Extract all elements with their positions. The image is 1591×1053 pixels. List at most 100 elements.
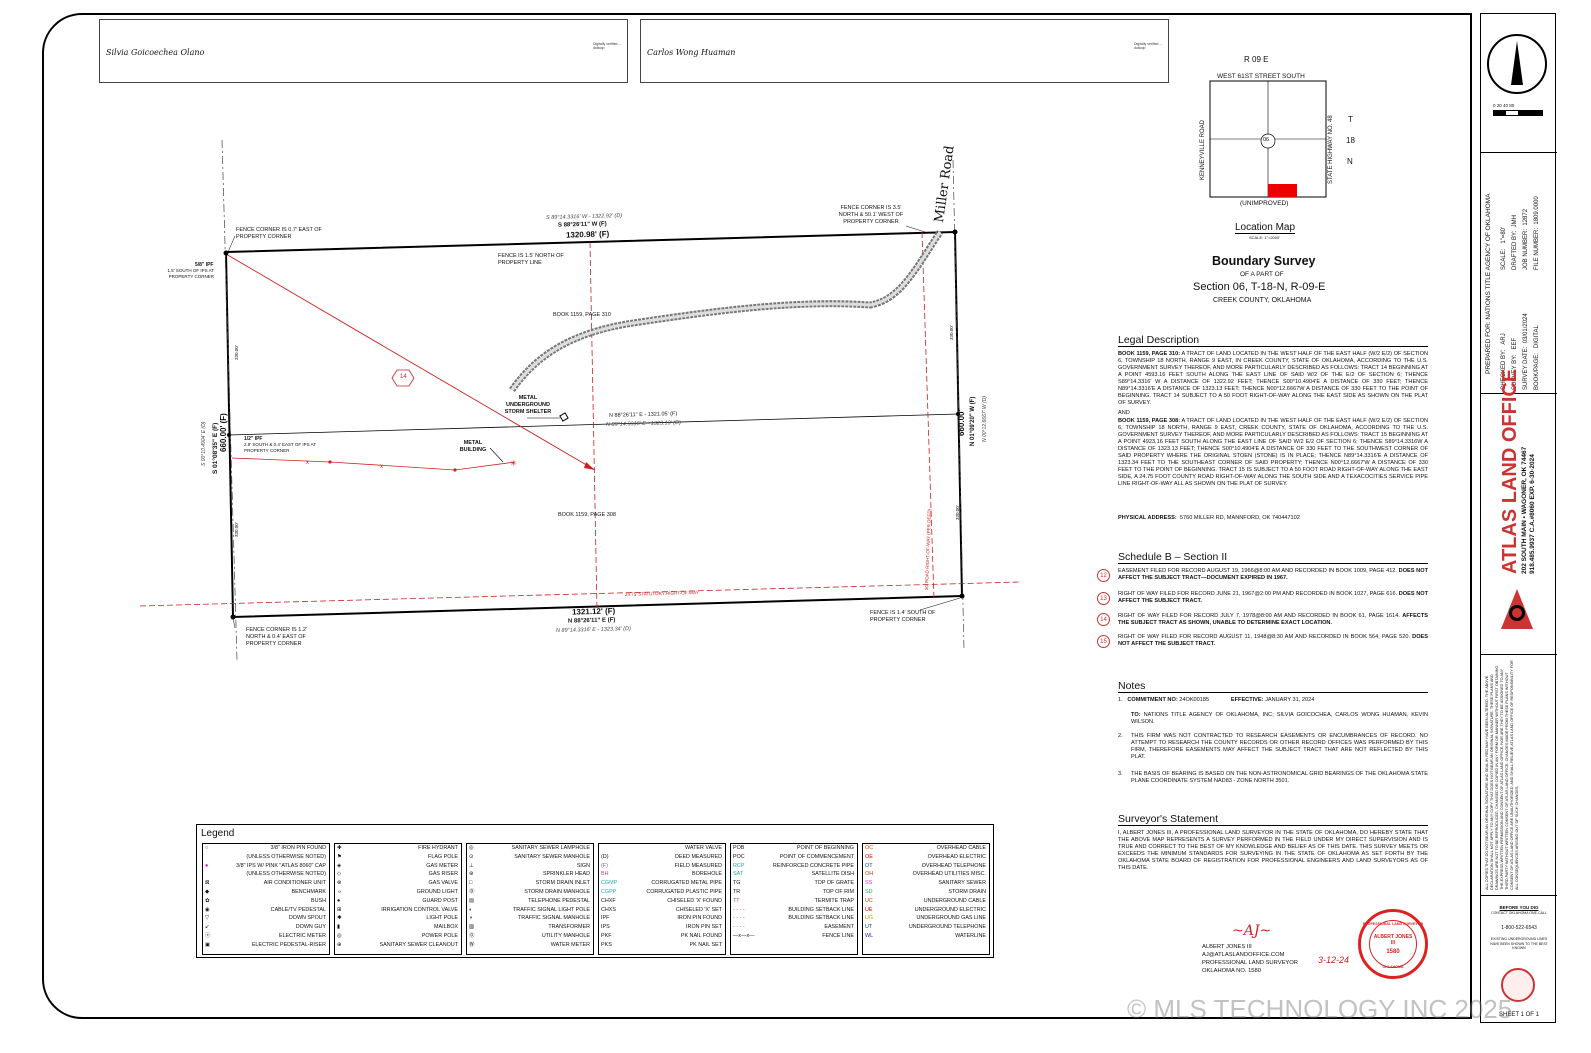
east-length: 660.00' [957, 409, 966, 436]
title-block: 0 20 40 80 PREPARED FOR: NATIONS TITLE A… [1480, 13, 1557, 1023]
company-phone: 918.485.9937 C.A.#8060 EXP. 6-30-2024 [1529, 454, 1536, 574]
survey-date: SURVEY DATE: 03/01/2024 [1523, 313, 1529, 390]
legal-paragraph-1: BOOK 1159, PAGE 310: A TRACT OF LAND LOC… [1118, 351, 1428, 406]
schedule-item-number: 12 [1097, 569, 1110, 582]
existing-lines-note: EXISTING UNDERGROUND LINES HAVE BEEN SHO… [1490, 937, 1548, 950]
location-township-num: 18 [1346, 136, 1355, 145]
legend: Legend ○3/8" IRON PIN FOUND (UNLESS OTHE… [196, 824, 994, 958]
survey-subtitle: OF A PART OF [1240, 271, 1284, 278]
signature-meta: Digitally verified ... dotloop [593, 42, 622, 50]
legal-and: AND [1118, 410, 1130, 416]
company-address: 202 SOUTH MAIN • WAGONER, OK 74467 [1521, 446, 1528, 574]
east-row-line [921, 231, 935, 601]
south-length: 1321.12' (F) [571, 606, 616, 617]
location-section-no: 06 [1263, 137, 1270, 143]
location-road-right: STATE HIGHWAY NO. 48 [1328, 115, 1334, 184]
note-2: THIS FIRM WAS NOT CONTRACTED TO RESEARCH… [1131, 733, 1428, 760]
survey-county: CREEK COUNTY, OKLAHOMA [1213, 297, 1312, 304]
south-bearing-field: N 88°26'11" E (F) [567, 617, 616, 625]
location-street-top: WEST 61ST STREET SOUTH [1217, 73, 1305, 80]
ipf-58-note: 1.5' SOUTH OF IPS AT PROPERTY CORNER [167, 268, 214, 279]
company-logo-icon [1495, 589, 1539, 633]
location-range: R 09 E [1244, 55, 1269, 64]
prepared-for: PREPARED FOR: NATIONS TITLE AGENCY OF OK… [1485, 193, 1492, 374]
legend-col-4: WATER VALVE (D)DEED MEASURED (F)FIELD ME… [598, 843, 726, 955]
fence-se-note: FENCE IS 1.4' SOUTH OF PROPERTY CORNER [870, 610, 936, 623]
schedule-item: RIGHT OF WAY FILED FOR RECORD JULY 7, 19… [1118, 613, 1428, 626]
disclaimer-box [1481, 654, 1557, 896]
location-road-left: KENNEYVILLE ROAD [1200, 119, 1206, 180]
schedule-item: RIGHT OF WAY FILED FOR RECORD AUGUST 11,… [1118, 634, 1429, 647]
dim-330-se: 330.00' [955, 505, 960, 520]
one-call-phone: 1-800-522-6543 [1501, 925, 1537, 931]
tag-14-hexagon [391, 369, 415, 387]
fence-north-note: FENCE IS 1.5' NORTH OF PROPERTY LINE [498, 253, 564, 266]
schedule-item-number: 15 [1097, 635, 1110, 648]
metal-building-label: METAL BUILDING [459, 440, 487, 453]
file-number: FILE NUMBER: 1809.0000 [1534, 196, 1540, 270]
physical-address: PHYSICAL ADDRESS: 5760 MILLER RD, MANNFO… [1118, 515, 1300, 521]
drawing-frame [42, 13, 1472, 1019]
sheet-number: SHEET 1 OF 1 [1499, 1012, 1539, 1018]
fence-nw-note: FENCE CORNER IS 0.7' EAST OF PROPERTY CO… [236, 227, 322, 240]
dim-330-sw: 330.00' [234, 522, 239, 537]
surveyor-license: OKLAHOMA NO. 1580 [1202, 968, 1261, 974]
storm-shelter-symbol [559, 412, 569, 422]
drafted-by: DRAFTED BY: JMH [1512, 214, 1518, 270]
schedule-item: EASEMENT FILED FOR RECORD AUGUST 19, 196… [1118, 568, 1428, 581]
schedule-item: RIGHT OF WAY FILED FOR RECORD JUNE 21, 1… [1118, 591, 1428, 604]
east-bearing-deed: N 00°12.6667' W (D) [982, 395, 988, 442]
storm-shelter-label: METAL UNDERGROUND STORM SHELTER [504, 395, 552, 415]
seal-name: ALBERT JONES III [1373, 934, 1413, 946]
note-1-to: TO: NATIONS TITLE AGENCY OF OKLAHOMA, IN… [1131, 712, 1428, 725]
north-arrow-icon [1487, 34, 1547, 94]
ipf-12-note: 2.9' SOUTH & 0.4' EAST OF IPS AT PROPERT… [244, 442, 316, 453]
location-map-scale: SCALE: 1"=2000' [1249, 235, 1280, 240]
scale-bar-label: 0 20 40 80 [1493, 103, 1515, 108]
svg-text:x: x [380, 464, 383, 470]
surveyor-signature: ~AJ~ [1232, 923, 1272, 939]
note-2-num: 2. [1118, 733, 1123, 739]
disclaimer-text: ALL COPIES THAT DO NOT BEAR AN ORIGINAL … [1485, 660, 1519, 890]
legend-col-1: ○3/8" IRON PIN FOUND (UNLESS OTHERWISE N… [202, 843, 330, 955]
signature-name: Silvia Goicoechea Olano [106, 48, 205, 57]
north-bearing-field: S 88°26'11" W (F) [557, 221, 607, 229]
ipf-58-label: 5/8" IPF [195, 262, 214, 268]
note-3: THE BASIS OF BEARING IS BASED ON THE NON… [1131, 771, 1428, 784]
surveyor-name: ALBERT JONES III [1202, 944, 1252, 950]
surveyor-statement: I, ALBERT JONES III, A PROFESSIONAL LAND… [1118, 830, 1428, 871]
surveyor-title: PROFESSIONAL LAND SURVEYOR [1202, 960, 1298, 966]
legend-title: Legend [201, 828, 235, 839]
seal-bottom-text: OKLAHOMA [1382, 965, 1404, 969]
ipf-12-label: 1/2" IPF [244, 436, 263, 442]
section-marker [1260, 133, 1276, 149]
schedule-b-heading: Schedule B – Section II [1118, 551, 1428, 564]
location-township-n: N [1347, 157, 1353, 166]
book-310-label: BOOK 1159, PAGE 310 [553, 312, 611, 318]
easement-arrow [584, 462, 595, 470]
before-you-dig: BEFORE YOU DIG [1499, 905, 1539, 910]
location-unimproved: (UNIMPROVED) [1240, 200, 1289, 207]
section-line-east [952, 159, 965, 651]
note-1: 1. COMMITMENT NO: 24OK00185 EFFECTIVE: J… [1118, 697, 1315, 703]
signature-name: Carlos Wong Huaman [647, 48, 736, 57]
one-call-contact: CONTACT OKLAHOMA ONE-CALL [1491, 911, 1547, 915]
seal-number: 1580 [1386, 949, 1400, 955]
surveyor-date: 3-12-24 [1318, 955, 1350, 965]
fence-sw-note: FENCE CORNER IS 1.2' NORTH & 0.4' EAST O… [246, 627, 307, 647]
interior-row-line [589, 241, 598, 611]
fence-line [231, 457, 516, 471]
schedule-item-number: 13 [1097, 592, 1110, 605]
legend-col-3: ◎SANITARY SEWER LAMPHOLE ⊙SANITARY SEWER… [466, 843, 594, 955]
legal-paragraph-2: BOOK 1159, PAGE 308: A TRACT OF LAND LOC… [1118, 418, 1428, 487]
scale: SCALE: 1"=80' [1501, 226, 1507, 270]
seal-top-text: PROFESSIONAL LAND SURVEYOR [1362, 922, 1424, 926]
job-number: JOB NUMBER: 12872 [1523, 208, 1529, 270]
info-table [1481, 152, 1557, 394]
dim-330-nw: 330.00' [234, 345, 239, 360]
call-before-dig-logo-icon [1501, 968, 1535, 1002]
book-page: BOOK/PAGE: DIGITAL [1534, 325, 1540, 390]
